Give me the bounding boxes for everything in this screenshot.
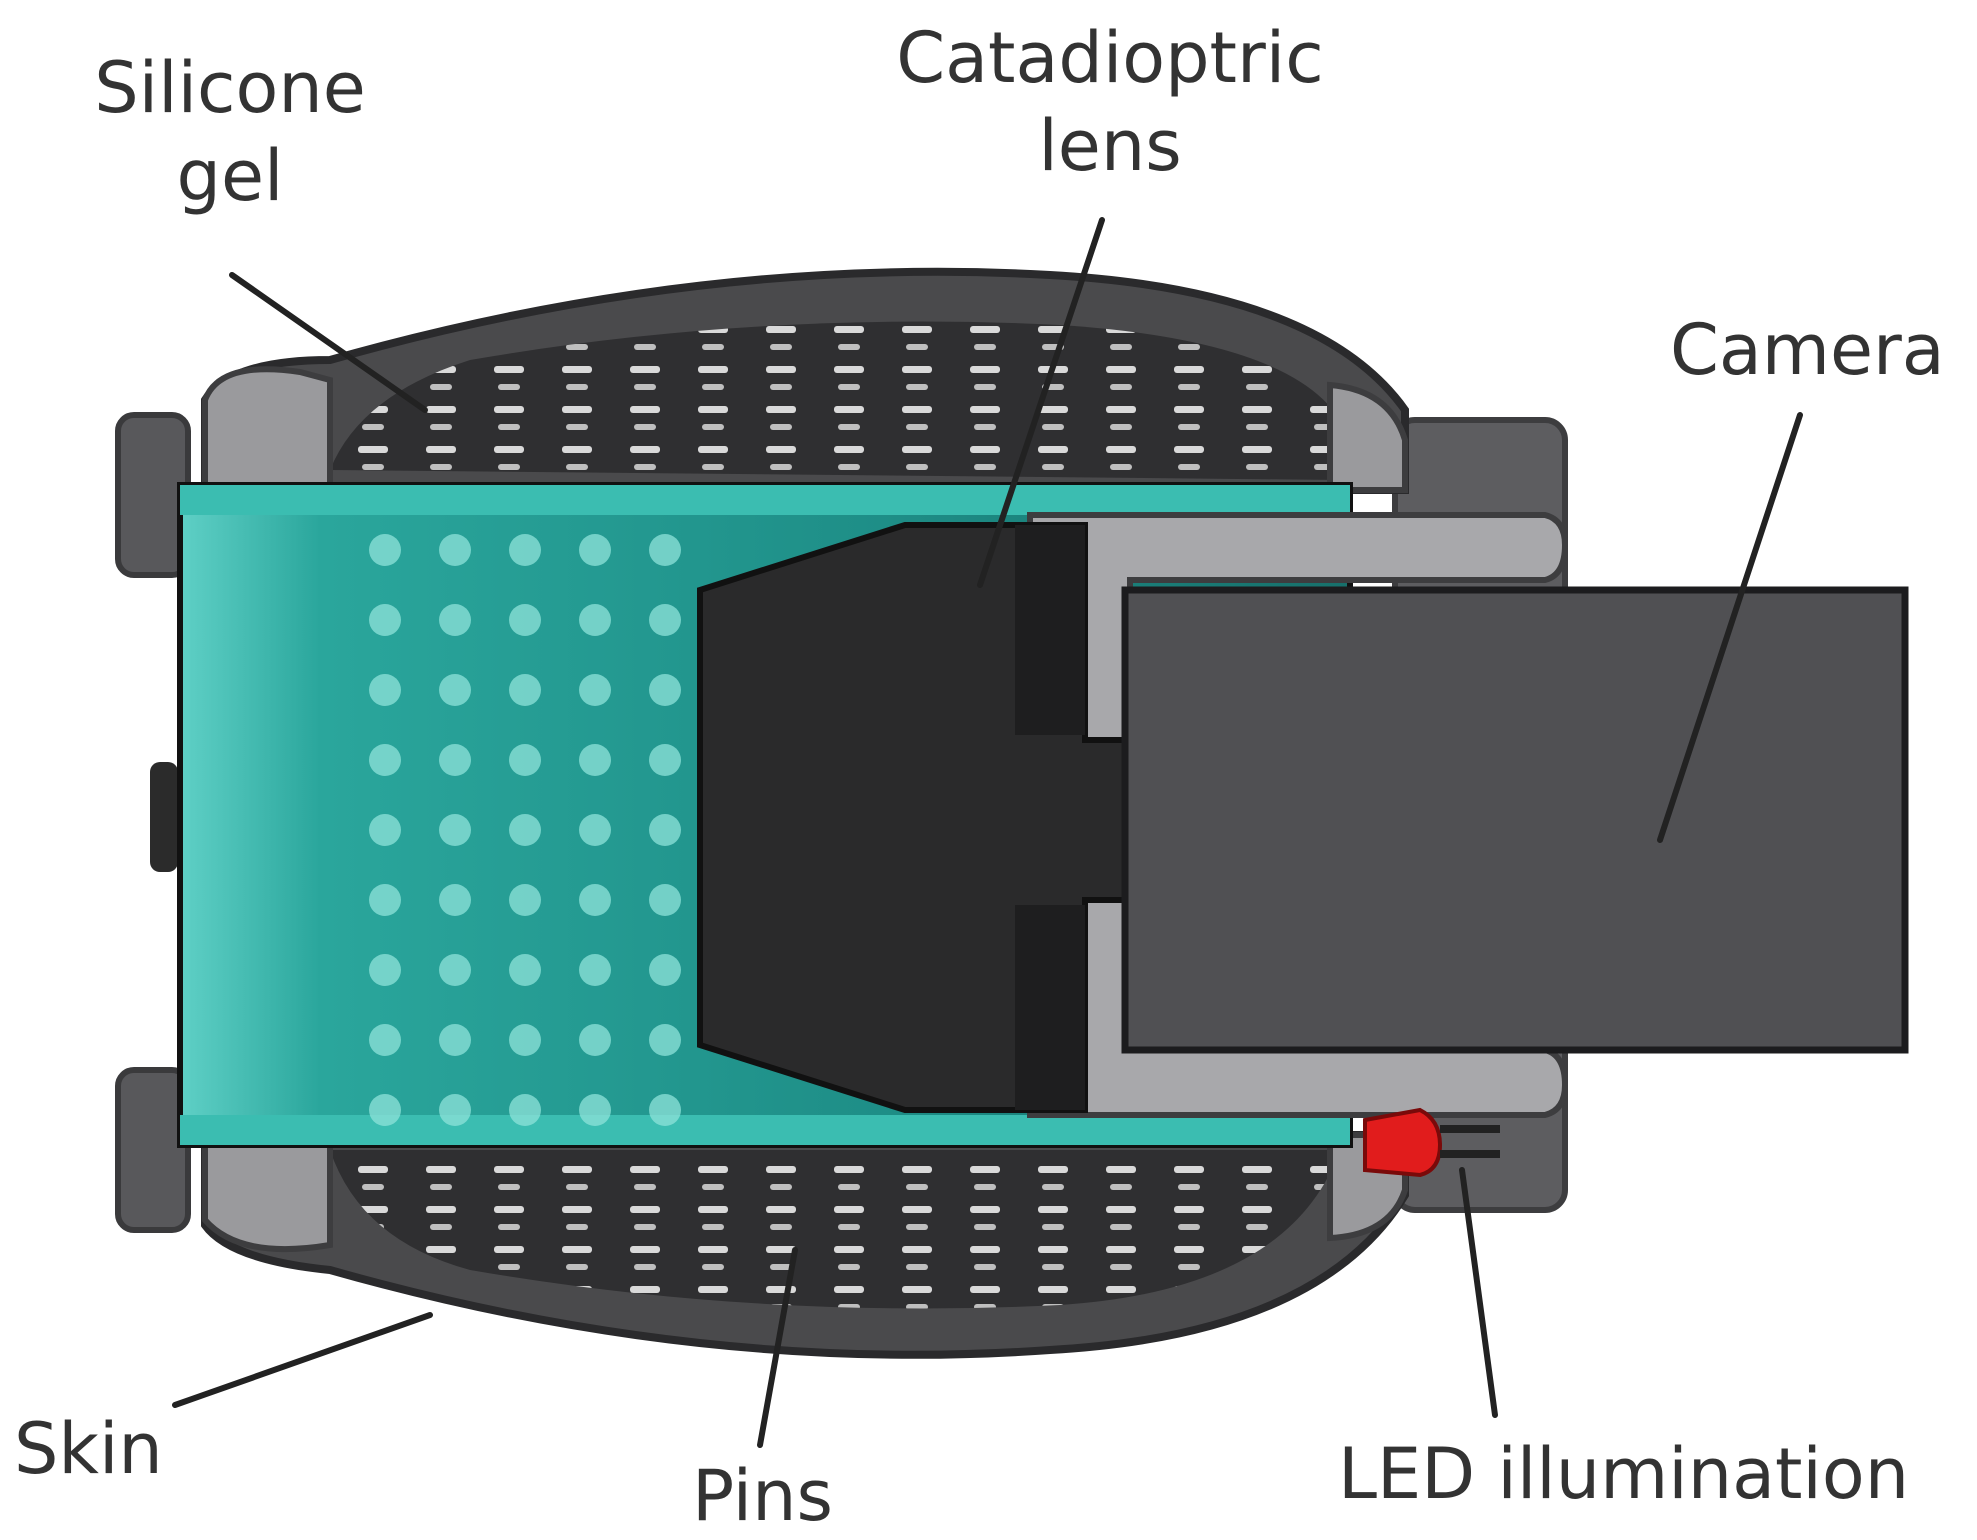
- label-silicone-gel-line1: Silicone: [94, 47, 366, 129]
- pin-dot: [509, 744, 541, 776]
- pin-dot: [439, 884, 471, 916]
- pin-dot: [649, 534, 681, 566]
- leader-camera: [1657, 412, 1803, 843]
- label-catadioptric-lens-line2: lens: [1038, 105, 1182, 187]
- pin-dot: [369, 744, 401, 776]
- pin-dot: [649, 1094, 681, 1126]
- housing-left-cap: [115, 412, 191, 1233]
- pin-dot: [509, 1094, 541, 1126]
- pin-dot: [369, 674, 401, 706]
- led-illumination: [1363, 1107, 1500, 1178]
- leader-catadioptric-lens: [977, 217, 1105, 588]
- label-led-illumination: LED illumination: [1338, 1433, 1910, 1515]
- pin-dot: [649, 744, 681, 776]
- pin-dot: [509, 534, 541, 566]
- pin-dot: [579, 674, 611, 706]
- pin-dot: [579, 1094, 611, 1126]
- pin-dot: [649, 1024, 681, 1056]
- label-silicone-gel-line2: gel: [176, 135, 284, 217]
- pin-dot: [579, 814, 611, 846]
- pin-dot: [649, 604, 681, 636]
- pin-dot: [439, 534, 471, 566]
- pin-dot: [509, 1024, 541, 1056]
- pin-dot: [649, 954, 681, 986]
- pin-dot: [579, 1024, 611, 1056]
- pin-dot: [439, 954, 471, 986]
- pin-dot: [439, 814, 471, 846]
- pin-dot: [509, 604, 541, 636]
- catadioptric-lens: [697, 522, 1153, 1113]
- pin-dot: [369, 954, 401, 986]
- label-camera: Camera: [1670, 309, 1945, 391]
- camera-body: [1121, 586, 1909, 1054]
- pin-dot: [369, 604, 401, 636]
- pin-dot: [579, 604, 611, 636]
- pin-dot: [439, 744, 471, 776]
- pin-dot: [579, 884, 611, 916]
- pin-dot: [369, 1094, 401, 1126]
- pin-dot: [439, 604, 471, 636]
- pin-dot: [509, 814, 541, 846]
- pin-dot: [579, 744, 611, 776]
- leader-lines: [172, 217, 1803, 1448]
- label-catadioptric-lens: Catadioptric lens: [860, 14, 1360, 190]
- pin-dot: [369, 814, 401, 846]
- pin-dot: [439, 674, 471, 706]
- clamp-rings: [202, 366, 1408, 1253]
- pin-dot: [369, 534, 401, 566]
- pin-dot-grid: [369, 534, 681, 1126]
- leader-silicone-gel: [229, 272, 428, 413]
- pin-dot: [509, 884, 541, 916]
- pin-dot: [649, 884, 681, 916]
- leader-skin: [172, 1312, 433, 1408]
- pin-dot: [579, 954, 611, 986]
- pin-dot: [439, 1094, 471, 1126]
- leader-pins: [757, 1247, 798, 1448]
- label-skin: Skin: [14, 1408, 163, 1490]
- pin-dot: [439, 1024, 471, 1056]
- label-silicone-gel: Silicone gel: [80, 44, 380, 220]
- pin-dot: [579, 534, 611, 566]
- pin-dot: [649, 814, 681, 846]
- pins-region: [330, 321, 1340, 1309]
- pin-dot: [369, 884, 401, 916]
- pin-dot: [509, 674, 541, 706]
- leader-led: [1459, 1167, 1498, 1418]
- pin-dot: [509, 954, 541, 986]
- label-catadioptric-lens-line1: Catadioptric: [896, 17, 1324, 99]
- pin-dot: [649, 674, 681, 706]
- label-pins: Pins: [692, 1455, 833, 1537]
- pin-dot: [369, 1024, 401, 1056]
